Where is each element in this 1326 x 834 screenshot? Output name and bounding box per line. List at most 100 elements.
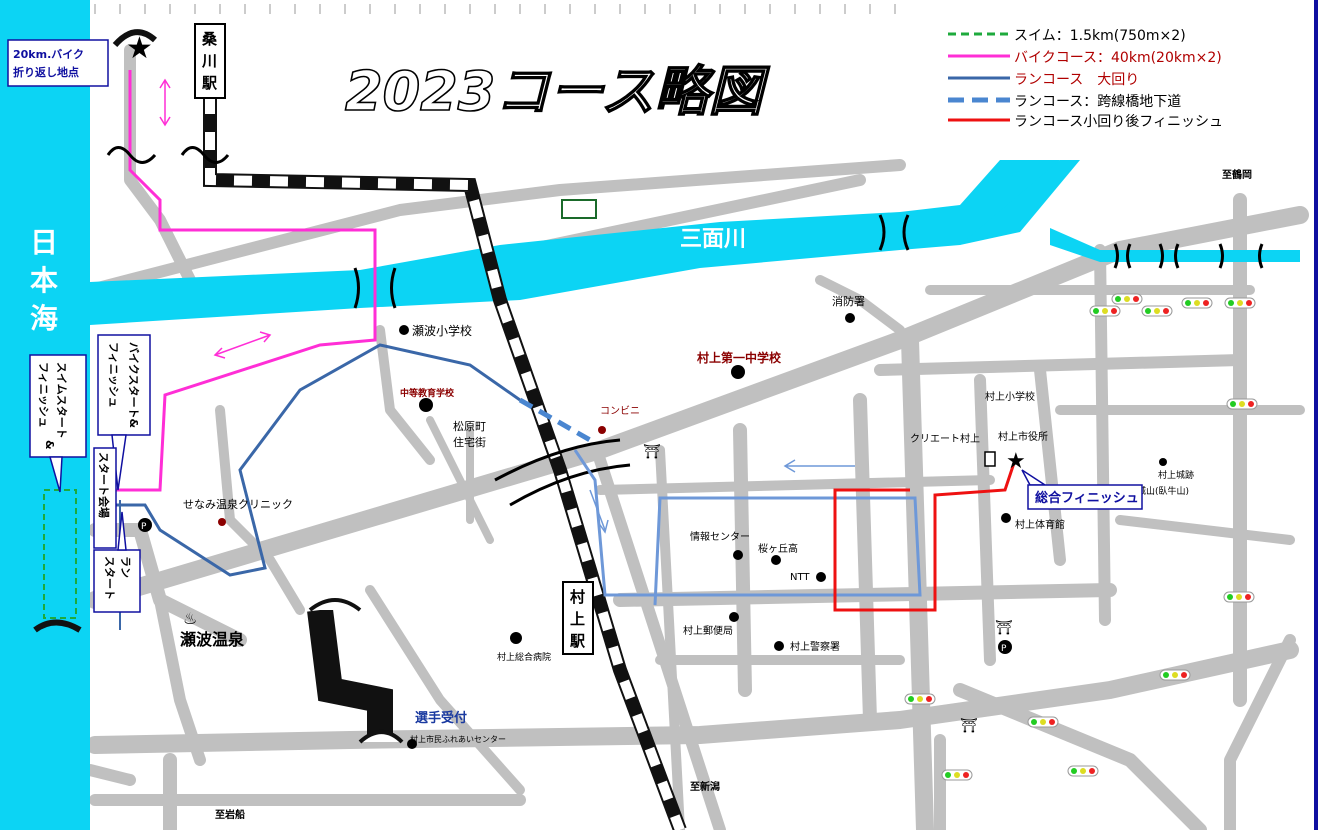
legend: スイム：1.5km(750m×2) バイクコース：40km(20km×2) ラン… — [948, 28, 1223, 130]
run-underpass — [518, 397, 592, 443]
svg-text:スタート会場: スタート会場 — [97, 452, 111, 518]
svg-text:本: 本 — [30, 264, 58, 297]
callout-swim-line-3: フィニッシュ — [37, 362, 50, 428]
river-label: 三面川 — [680, 227, 746, 252]
river-upper — [960, 160, 1080, 245]
parking-icon-2: P — [1001, 644, 1007, 654]
landmark-clinic: せなみ温泉クリニック — [183, 497, 293, 511]
miomote-river — [90, 160, 1060, 325]
landmark-post-office: 村上郵便局 — [683, 624, 733, 637]
run-town-loop — [573, 449, 922, 606]
landmark-ntt: NTT — [790, 572, 810, 583]
landmarks: 瀬波小学校 消防署 村上第一中学校 中等教育学校 コンビニ 松原町 住宅街 せな… — [138, 294, 1194, 749]
legend-swim: スイム：1.5km(750m×2) — [1014, 28, 1186, 44]
svg-text:川: 川 — [201, 52, 217, 70]
landmark-fureai: 村上市民ふれあいセンター — [410, 734, 506, 744]
svg-text:海: 海 — [30, 302, 58, 335]
tunnel-top — [308, 598, 362, 612]
callout-run-start: ラン スタート — [93, 511, 141, 613]
station-main-box — [562, 581, 594, 655]
run-big-loop — [115, 343, 521, 577]
callout-run-line-2: スタート — [103, 556, 116, 600]
tunnel-bottom — [358, 730, 404, 744]
turnaround-line-2: 折り返し地点 — [13, 65, 79, 79]
callout-swim-line-1: スイムスタート — [55, 362, 68, 439]
bike-arrows — [159, 78, 272, 359]
landmark-reception: 選手受付 — [415, 710, 467, 726]
landmark-chuto: 中等教育学校 — [400, 387, 455, 399]
shrine-icon-3: ⛩ — [960, 718, 978, 734]
station-top-label: 桑 川 駅 — [201, 30, 218, 92]
callout-run-line-1: ラン — [119, 556, 132, 578]
run-arrow-left — [783, 459, 855, 473]
callout-swim-line-2: & — [43, 440, 56, 450]
landmark-daiichi-jhs: 村上第一中学校 — [697, 350, 782, 365]
green-building — [561, 199, 597, 219]
landmark-city-hall: 村上市役所 — [998, 430, 1048, 443]
landmark-info-center: 情報センター — [690, 530, 750, 543]
right-frame — [1314, 0, 1318, 830]
roads — [84, 44, 1309, 834]
landmark-sakuragaoka: 桜ヶ丘高 — [758, 542, 798, 555]
svg-text:村: 村 — [570, 588, 585, 606]
landmark-onsen: 瀬波温泉 — [180, 630, 245, 649]
turnaround-box — [7, 39, 109, 87]
landmark-gym: 村上体育館 — [1015, 518, 1065, 531]
landmark-matsubara-1: 松原町 — [453, 419, 486, 433]
break-waves — [106, 146, 230, 164]
landmark-police: 村上警察署 — [790, 640, 840, 653]
svg-text:駅: 駅 — [569, 632, 586, 650]
landmark-hospital: 村上総合病院 — [497, 651, 551, 663]
callout-total-finish: 総合フィニッシュ — [1021, 469, 1143, 510]
landmark-senami-elementary: 瀬波小学校 — [412, 323, 472, 338]
city-hall-star: ★ — [1006, 449, 1026, 474]
shrine-icon: ⛩ — [643, 444, 661, 460]
run-arrow-down — [589, 489, 609, 534]
legend-finish: ランコース小回り後フィニッシュ — [1014, 114, 1223, 130]
sea-label: 日 本 海 — [30, 226, 58, 335]
svg-text:桑: 桑 — [202, 30, 218, 48]
turnaround-arc — [112, 29, 158, 48]
landmark-elem-school: 村上小学校 — [985, 390, 1035, 403]
top-ruler — [19, 4, 896, 14]
onsen-icon: ♨ — [183, 609, 197, 628]
station-main-label: 村 上 駅 — [569, 588, 586, 650]
callout-bike-line-1: バイクスタート& — [127, 342, 140, 428]
landmark-create: クリエート村上 — [910, 432, 980, 445]
svg-text:上: 上 — [570, 610, 585, 628]
map-title: 2023コース略図 — [345, 60, 771, 123]
dir-iwafune: 至岩船 — [215, 808, 245, 821]
legend-run-big: ランコース 大回り — [1014, 72, 1139, 88]
callout-bike-line-2: フィニッシュ — [107, 342, 120, 408]
landmark-fire-station: 消防署 — [832, 294, 865, 308]
landmark-castle-2: お城山(臥牛山) — [1128, 485, 1189, 497]
svg-text:総合フィニッシュ: 総合フィニッシュ — [1035, 490, 1139, 506]
parking-icon: P — [141, 522, 147, 532]
callout-start-area: スタート会場 — [93, 447, 117, 549]
legend-underpass: ランコース：跨線橋地下道 — [1014, 94, 1181, 110]
callout-bike: バイクスタート& フィニッシュ — [97, 334, 151, 491]
swim-turn — [33, 619, 82, 633]
rail-spur — [307, 608, 393, 740]
bike-course — [115, 70, 377, 492]
overpass — [494, 438, 631, 507]
create-building — [984, 451, 996, 467]
shrine-icon-2: ⛩ — [995, 620, 1013, 636]
callout-swim: スイムスタート & フィニッシュ — [29, 354, 87, 493]
landmark-convenience: コンビニ — [600, 405, 640, 417]
run-finish-course — [833, 459, 1017, 612]
svg-text:駅: 駅 — [201, 74, 218, 92]
legend-bike: バイクコース：40km(20km×2) — [1014, 50, 1222, 66]
landmark-castle-1: 村上城跡 — [1158, 469, 1194, 481]
dir-niigata: 至新潟 — [690, 780, 720, 793]
railway — [203, 60, 687, 833]
bridges — [353, 214, 1264, 309]
traffic-lights — [904, 293, 1258, 781]
station-top-box — [194, 23, 226, 99]
dir-tsuruoka: 至鶴岡 — [1222, 168, 1252, 181]
landmark-matsubara-2: 住宅街 — [453, 435, 486, 449]
turnaround-star: ★ — [126, 31, 153, 66]
svg-text:日: 日 — [30, 226, 58, 259]
